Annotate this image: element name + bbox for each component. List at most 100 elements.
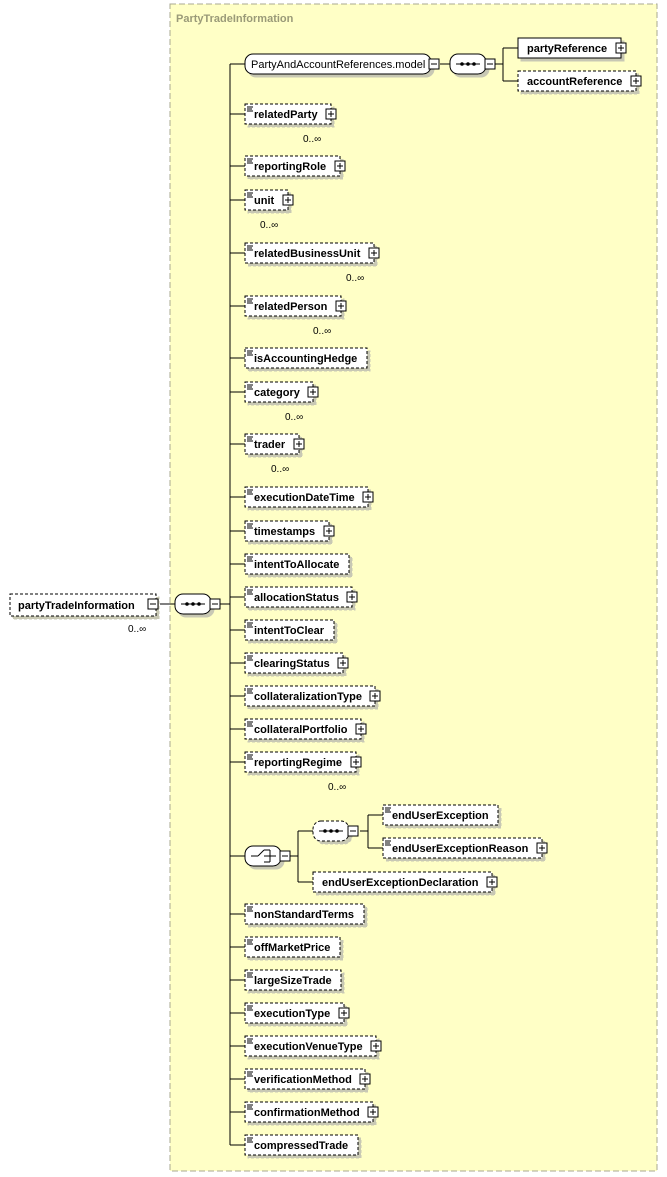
element-label: isAccountingHedge [254, 353, 357, 365]
expand-icon[interactable] [370, 1040, 382, 1052]
documentation-icon [247, 906, 253, 912]
expand-icon[interactable] [325, 108, 337, 120]
element-large-size-trade[interactable]: largeSizeTrade [244, 969, 342, 991]
model-group[interactable]: PartyAndAccountReferences.model [244, 53, 440, 75]
expand-icon[interactable] [338, 1007, 350, 1019]
element-end-user-exception-declaration[interactable]: endUserExceptionDeclaration [312, 871, 498, 893]
documentation-icon [247, 589, 253, 595]
element-party-reference[interactable]: partyReference [517, 37, 627, 59]
element-end-user-exception-reason[interactable]: endUserExceptionReason [382, 837, 548, 859]
documentation-icon [247, 384, 253, 390]
choice-compositor[interactable] [244, 845, 291, 867]
element-label: accountReference [527, 76, 622, 88]
expand-icon[interactable] [346, 591, 358, 603]
element-execution-venue-type[interactable]: executionVenueType [244, 1035, 382, 1057]
documentation-icon [247, 350, 253, 356]
sequence-compositor[interactable] [174, 593, 221, 615]
element-reporting-role[interactable]: reportingRole [244, 155, 346, 177]
root-element[interactable]: partyTradeInformation 0..∞ [9, 593, 159, 635]
element-label: reportingRole [254, 161, 326, 173]
element-confirmation-method[interactable]: confirmationMethod [244, 1101, 379, 1123]
expand-icon[interactable] [282, 194, 294, 206]
choice-sequence-compositor[interactable] [312, 820, 359, 842]
element-label: timestamps [254, 526, 315, 538]
root-element-label: partyTradeInformation [18, 600, 135, 612]
documentation-icon [247, 106, 253, 112]
element-execution-date-time[interactable]: executionDateTime [244, 486, 374, 508]
expand-icon[interactable] [615, 42, 627, 54]
element-trader[interactable]: trader 0..∞ [244, 433, 305, 475]
expand-icon[interactable] [335, 300, 347, 312]
element-allocation-status[interactable]: allocationStatus [244, 586, 358, 608]
element-label: largeSizeTrade [254, 975, 332, 987]
element-reporting-regime[interactable]: reportingRegime 0..∞ [244, 751, 362, 793]
element-collateralization-type[interactable]: collateralizationType [244, 685, 381, 707]
expand-icon[interactable] [293, 438, 305, 450]
expand-icon[interactable] [368, 247, 380, 259]
element-clearing-status[interactable]: clearingStatus [244, 652, 349, 674]
collapse-icon[interactable] [484, 58, 496, 70]
documentation-icon [247, 655, 253, 661]
element-end-user-exception[interactable]: endUserException [382, 804, 499, 826]
model-sequence-compositor[interactable] [449, 53, 496, 75]
documentation-icon [385, 840, 391, 846]
expand-icon[interactable] [307, 386, 319, 398]
expand-icon[interactable] [350, 756, 362, 768]
element-label: endUserExceptionDeclaration [322, 877, 479, 889]
documentation-icon [247, 1005, 253, 1011]
element-intent-to-allocate[interactable]: intentToAllocate [244, 553, 350, 575]
expand-icon[interactable] [359, 1073, 371, 1085]
element-off-market-price[interactable]: offMarketPrice [244, 936, 341, 958]
element-label: category [254, 387, 301, 399]
element-execution-type[interactable]: executionType [244, 1002, 350, 1024]
expand-icon[interactable] [323, 525, 335, 537]
expand-icon[interactable] [369, 690, 381, 702]
connectors [160, 47, 518, 1146]
element-intent-to-clear[interactable]: intentToClear [244, 619, 335, 641]
cardinality-label: 0..∞ [328, 782, 346, 793]
element-account-reference[interactable]: accountReference [517, 70, 642, 92]
collapse-icon[interactable] [347, 825, 359, 837]
expand-icon[interactable] [334, 160, 346, 172]
element-label: verificationMethod [254, 1074, 352, 1086]
collapse-icon[interactable] [279, 850, 291, 862]
cardinality-label: 0..∞ [271, 464, 289, 475]
documentation-icon [385, 807, 391, 813]
element-label: intentToAllocate [254, 559, 339, 571]
element-label: reportingRegime [254, 757, 342, 769]
expand-icon[interactable] [337, 657, 349, 669]
element-label: intentToClear [254, 625, 325, 637]
element-timestamps[interactable]: timestamps [244, 520, 335, 542]
element-is-accounting-hedge[interactable]: isAccountingHedge [244, 347, 368, 369]
documentation-icon [247, 972, 253, 978]
element-non-standard-terms[interactable]: nonStandardTerms [244, 903, 365, 925]
element-label: relatedParty [254, 109, 318, 121]
documentation-icon [247, 245, 253, 251]
expand-icon[interactable] [536, 842, 548, 854]
expand-icon[interactable] [362, 491, 374, 503]
documentation-icon [247, 688, 253, 694]
element-verification-method[interactable]: verificationMethod [244, 1068, 371, 1090]
documentation-icon [247, 523, 253, 529]
expand-icon[interactable] [486, 876, 498, 888]
element-collateral-portfolio[interactable]: collateralPortfolio [244, 718, 367, 740]
collapse-icon[interactable] [147, 598, 159, 610]
element-compressed-trade[interactable]: compressedTrade [244, 1134, 359, 1156]
documentation-icon [247, 1071, 253, 1077]
element-label: trader [254, 439, 286, 451]
expand-icon[interactable] [355, 723, 367, 735]
collapse-icon[interactable] [428, 58, 440, 70]
expand-icon[interactable] [630, 75, 642, 87]
cardinality-label: 0..∞ [260, 220, 278, 231]
expand-icon[interactable] [367, 1106, 379, 1118]
element-label: relatedBusinessUnit [254, 248, 361, 260]
element-label: clearingStatus [254, 658, 330, 670]
collapse-icon[interactable] [209, 598, 221, 610]
documentation-icon [247, 192, 253, 198]
element-label: executionVenueType [254, 1041, 363, 1053]
